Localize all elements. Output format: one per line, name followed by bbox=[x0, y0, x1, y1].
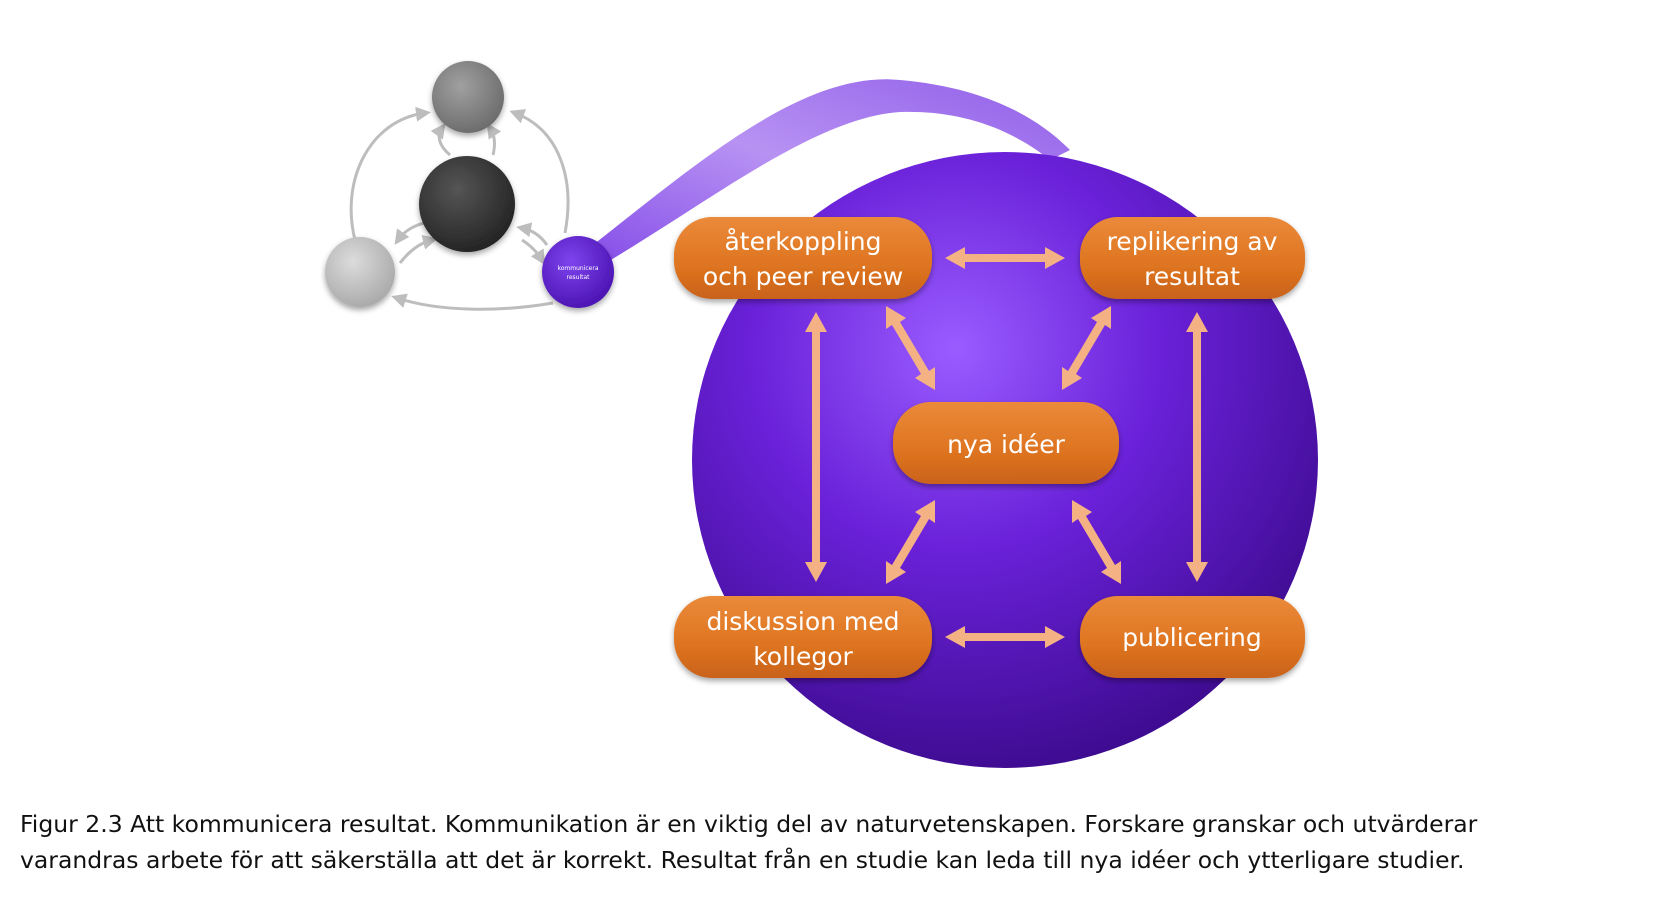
arrow-discussion-publication bbox=[945, 626, 1065, 648]
caption-line-2: varandras arbete för att säkerställa att… bbox=[20, 846, 1465, 874]
mini-cycle: kommunicera resultat bbox=[325, 61, 614, 311]
node-discussion: diskussion med kollegor bbox=[674, 596, 932, 678]
node-new-ideas-label: nya idéer bbox=[947, 430, 1065, 459]
connector-ribbon bbox=[580, 79, 1070, 275]
node-replication-label-2: resultat bbox=[1144, 262, 1240, 291]
arrow-feedback-ideas bbox=[886, 306, 935, 390]
node-new-ideas: nya idéer bbox=[893, 402, 1119, 484]
mini-arrow-inner-right bbox=[521, 238, 546, 266]
mini-arrow-outer-left bbox=[349, 106, 431, 241]
arrows bbox=[805, 247, 1208, 648]
arrow-ideas-discussion bbox=[886, 500, 935, 584]
mini-arrow-inner-top-right bbox=[486, 123, 502, 156]
caption-line-1: Figur 2.3 Att kommunicera resultat. Komm… bbox=[20, 810, 1478, 838]
node-discussion-label-2: kollegor bbox=[753, 642, 853, 671]
mini-node-center bbox=[419, 156, 515, 252]
node-discussion-label-1: diskussion med bbox=[706, 607, 899, 636]
node-publication-label: publicering bbox=[1122, 623, 1262, 652]
node-feedback-label-1: återkoppling bbox=[724, 227, 881, 256]
mini-arrow-inner-right-back bbox=[516, 222, 549, 246]
mini-arrow-inner-left-back bbox=[398, 234, 438, 264]
node-feedback: återkoppling och peer review bbox=[674, 217, 932, 299]
mini-arrow-inner-left bbox=[394, 220, 429, 245]
mini-arrow-outer-right bbox=[509, 109, 570, 234]
arrow-replication-publication bbox=[1186, 312, 1208, 582]
node-replication: replikering av resultat bbox=[1080, 217, 1305, 299]
communication-diagram: kommunicera resultat återkoppling och pe… bbox=[325, 61, 1318, 768]
arrow-feedback-discussion bbox=[805, 312, 827, 582]
mini-node-communicate-label-2: resultat bbox=[566, 274, 590, 281]
mini-node-top bbox=[432, 61, 504, 133]
arrow-ideas-publication bbox=[1072, 500, 1121, 584]
node-feedback-label-2: och peer review bbox=[703, 262, 903, 291]
mini-node-left bbox=[325, 237, 395, 307]
arrow-feedback-replication bbox=[945, 247, 1065, 269]
mini-arrow-outer-bottom bbox=[391, 293, 554, 311]
node-replication-label-1: replikering av bbox=[1107, 227, 1278, 256]
mini-node-communicate bbox=[542, 236, 614, 308]
arrow-replication-ideas bbox=[1062, 306, 1111, 390]
node-publication: publicering bbox=[1080, 596, 1305, 678]
mini-arrow-inner-top-left bbox=[430, 123, 451, 157]
figure-caption: Figur 2.3 Att kommunicera resultat. Komm… bbox=[20, 806, 1660, 878]
mini-node-communicate-label-1: kommunicera bbox=[557, 265, 598, 272]
